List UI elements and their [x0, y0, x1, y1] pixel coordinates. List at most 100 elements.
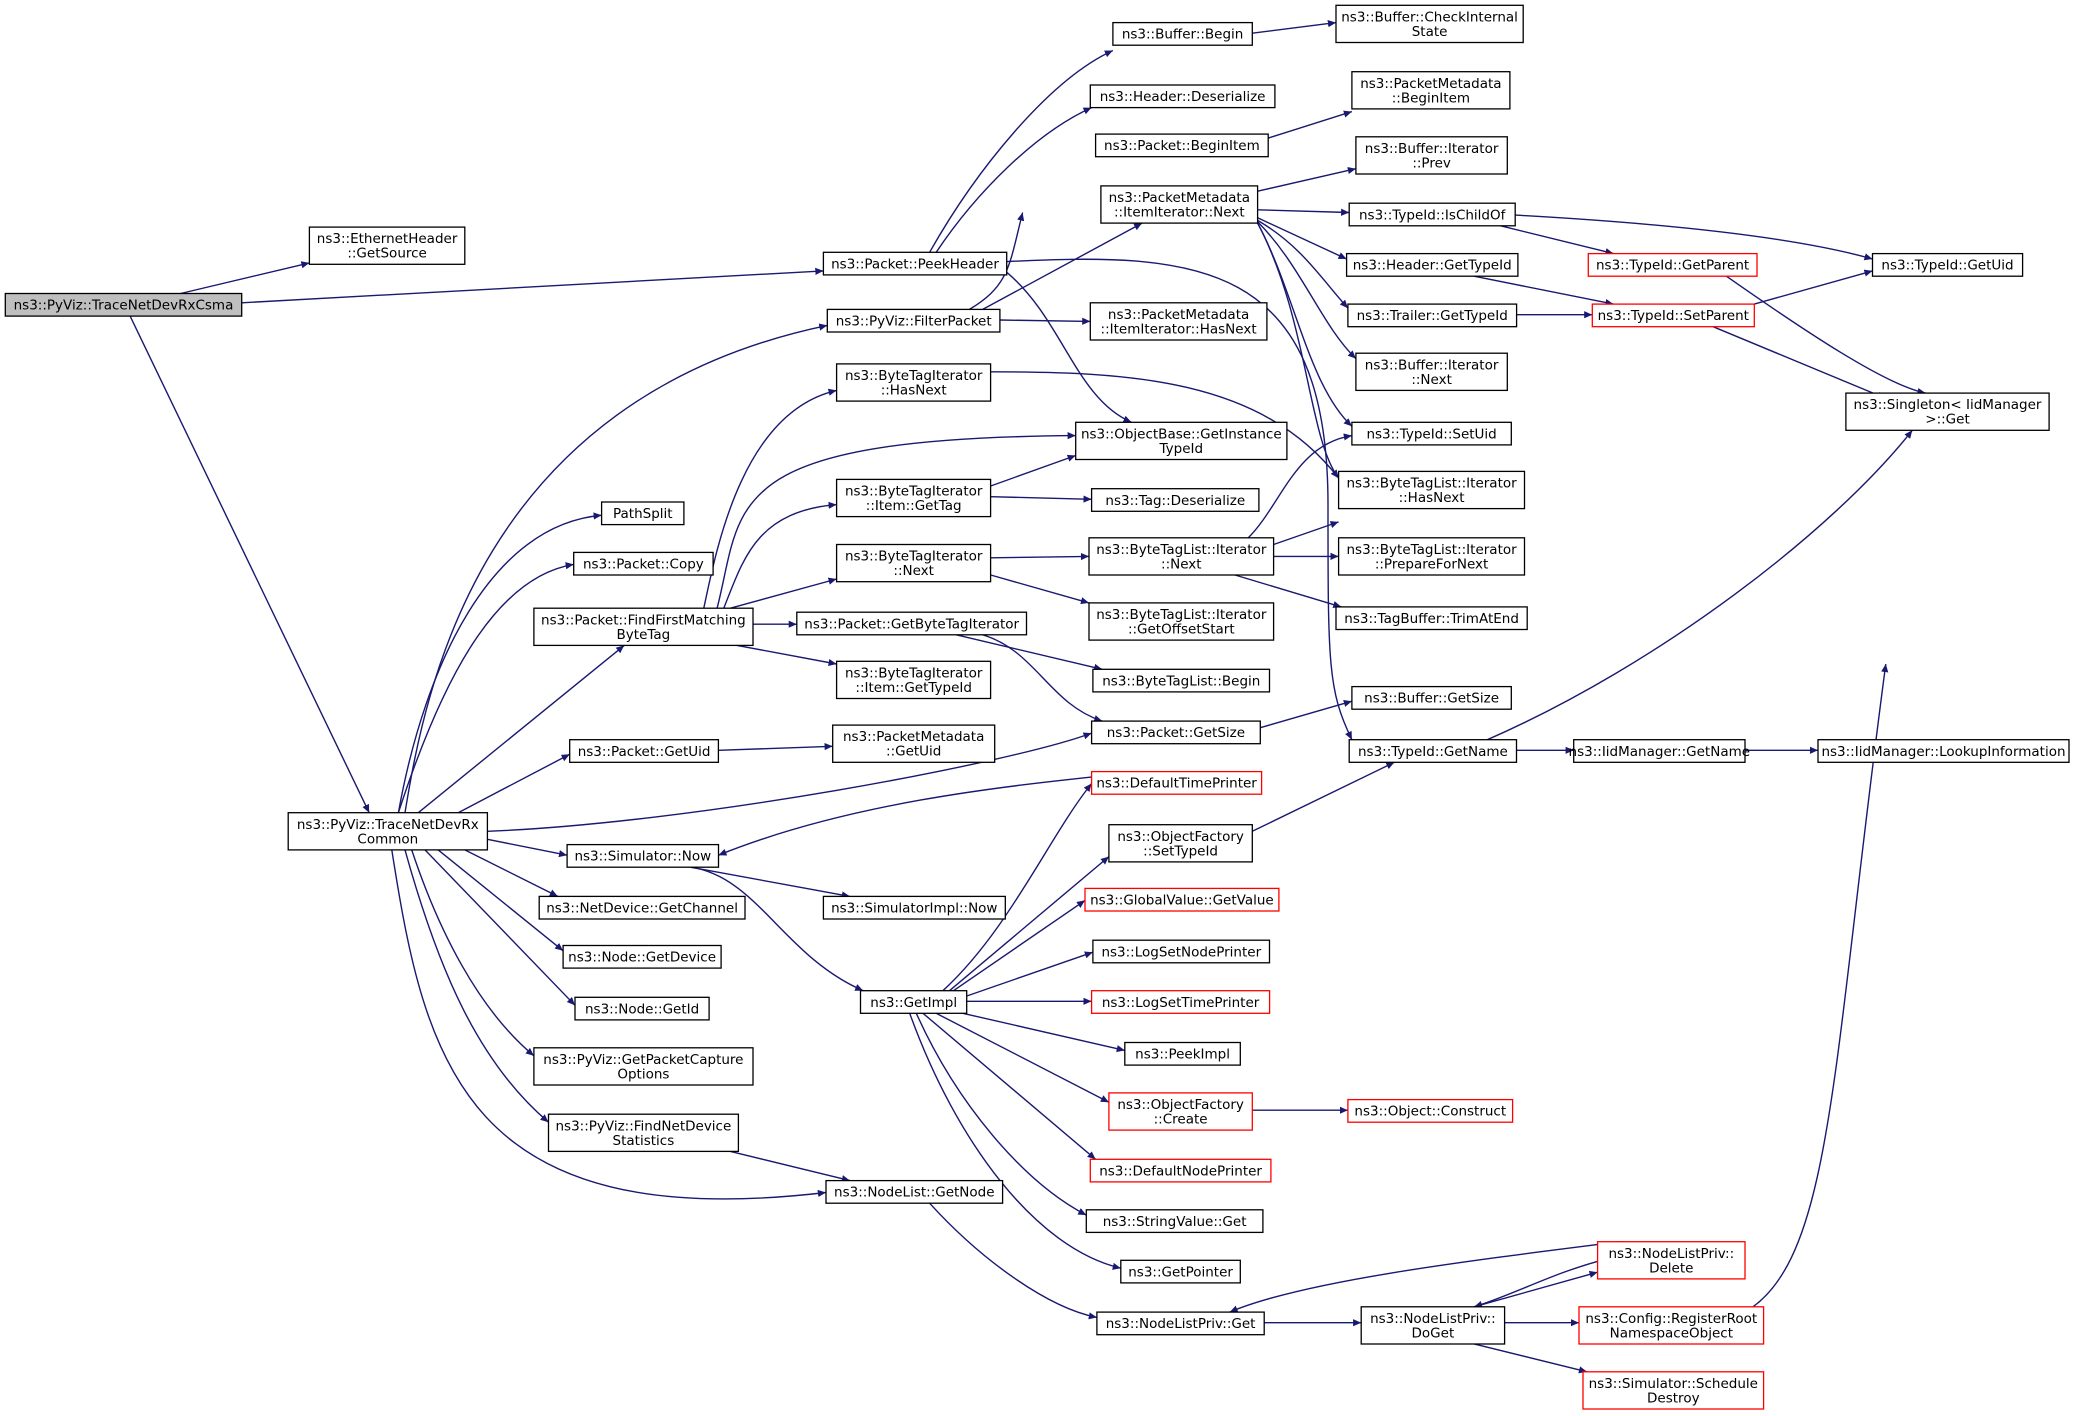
function-node-n63[interactable]: ns3::StringValue::Get [1085, 1209, 1264, 1234]
function-node-n52[interactable]: ns3::LogSetNodePrinter [1092, 939, 1271, 964]
function-node-n61[interactable]: ns3::DefaultNodePrinter [1089, 1158, 1272, 1183]
function-node-n53[interactable]: ns3::GetImpl [859, 990, 968, 1014]
function-node-n58[interactable]: ns3::ObjectFactory::Create [1108, 1092, 1253, 1131]
node-box [1347, 1098, 1514, 1123]
function-node-n8[interactable]: ns3::Packet::BeginItem [1094, 133, 1269, 158]
function-node-n47[interactable]: ns3::ObjectFactory::SetTypeId [1108, 824, 1253, 863]
call-edge-n2-n22 [1006, 271, 1132, 423]
function-node-n41[interactable]: ns3::Packet::GetSize [1090, 720, 1261, 745]
node-box [1355, 136, 1508, 175]
call-edge-n32-n29 [730, 577, 837, 609]
call-edge-n21-n25 [990, 371, 1340, 479]
function-node-n6[interactable]: ns3::Header::Deserialize [1089, 84, 1276, 109]
function-node-n15[interactable]: ns3::PyViz::FilterPacket [826, 308, 1001, 333]
function-node-n20[interactable]: ns3::Singleton< IidManager >::Get [1845, 392, 2050, 431]
node-label: ns3::NetDevice::GetChannel [546, 901, 738, 917]
function-node-n29[interactable]: ns3::ByteTagIterator::Next [835, 543, 992, 583]
function-node-n39[interactable]: ns3::PacketMetadata::GetUid [832, 724, 996, 763]
function-node-n11[interactable]: ns3::TypeId::IsChildOf [1348, 202, 1516, 227]
function-node-n44[interactable]: ns3::IidManager::LookupInformation [1817, 739, 2070, 763]
call-edge-n67-n65 [1473, 1270, 1598, 1308]
function-node-n62[interactable]: ns3::NodeList::GetNode [825, 1179, 1004, 1204]
function-node-n34[interactable]: ns3::TagBuffer::TrimAtEnd [1335, 606, 1528, 631]
function-node-n26[interactable]: ns3::Tag::Deserialize [1090, 488, 1260, 512]
function-node-n64[interactable]: ns3::GetPointer [1120, 1259, 1241, 1284]
function-node-n35[interactable]: ns3::ByteTagList::Iterator::GetOffsetSta… [1088, 602, 1275, 641]
function-node-n46[interactable]: ns3::Simulator::Now [566, 843, 720, 868]
call-edge-n53-n61 [922, 1012, 1097, 1160]
function-node-n38[interactable]: ns3::Buffer::GetSize [1351, 685, 1512, 710]
function-node-n0[interactable]: ns3::PyViz::TraceNetDevRxCsma [4, 292, 243, 317]
node-label: ::ItemIterator::Next [1114, 205, 1245, 221]
function-node-n13[interactable]: ns3::TypeId::GetUid [1871, 252, 2024, 277]
node-label: ns3::IidManager::LookupInformation [1821, 744, 2065, 760]
function-node-n31[interactable]: ns3::ByteTagList::Iterator::PrepareForNe… [1337, 537, 1526, 576]
call-edge-n3-n28 [397, 562, 574, 813]
function-node-n21[interactable]: ns3::ByteTagIterator::HasNext [835, 363, 992, 402]
node-box [1871, 252, 2024, 277]
call-edge-n3-n51 [437, 849, 564, 952]
node-box [1591, 303, 1755, 328]
function-node-n36[interactable]: ns3::ByteTagIterator::Item::GetTypeId [835, 660, 992, 700]
function-node-n12[interactable]: ns3::TypeId::GetParent [1587, 252, 1758, 277]
node-label: ns3::Node::GetId [585, 1001, 699, 1017]
node-label: ns3::Trailer::GetTypeId [1357, 308, 1508, 324]
function-node-n1[interactable]: ns3::EthernetHeader::GetSource [308, 226, 466, 265]
function-node-n54[interactable]: ns3::LogSetTimePrinter [1090, 990, 1271, 1014]
node-box [1096, 1311, 1265, 1336]
node-box [1347, 303, 1518, 328]
function-node-n27[interactable]: PathSplit [600, 501, 685, 526]
function-node-n9[interactable]: ns3::Buffer::Iterator::Prev [1355, 136, 1508, 175]
function-node-n33[interactable]: ns3::Packet::GetByteTagIterator [796, 611, 1028, 636]
node-box [796, 611, 1028, 636]
node-label: ns3::Packet::PeekHeader [831, 256, 999, 272]
function-node-n10[interactable]: ns3::PacketMetadata::ItemIterator::Next [1100, 185, 1259, 224]
function-node-n24[interactable]: ns3::ByteTagIterator::Item::GetTag [835, 478, 992, 518]
function-node-n48[interactable]: ns3::NetDevice::GetChannel [538, 895, 746, 920]
function-node-n19[interactable]: ns3::Buffer::Iterator::Next [1355, 352, 1508, 392]
node-box [566, 843, 720, 868]
function-node-n7[interactable]: ns3::PacketMetadata::BeginItem [1351, 71, 1511, 110]
function-node-n18[interactable]: ns3::TypeId::SetParent [1591, 303, 1755, 328]
function-node-n43[interactable]: ns3::IidManager::GetName [1569, 739, 1751, 763]
function-node-n23[interactable]: ns3::TypeId::SetUid [1351, 421, 1512, 446]
function-node-n40[interactable]: ns3::Packet::GetUid [569, 739, 720, 763]
node-box [1360, 1306, 1506, 1345]
node-box [835, 660, 992, 700]
function-node-n67[interactable]: ns3::NodeListPriv::DoGet [1360, 1306, 1506, 1345]
node-box [1092, 668, 1271, 693]
function-node-n50[interactable]: ns3::GlobalValue::GetValue [1084, 887, 1280, 912]
function-node-n51[interactable]: ns3::Node::GetDevice [562, 944, 722, 969]
node-label: ::PrepareForNext [1375, 557, 1489, 573]
function-node-n28[interactable]: ns3::Packet::Copy [573, 551, 714, 576]
function-node-n4[interactable]: ns3::Buffer::Begin [1112, 21, 1253, 46]
function-node-n66[interactable]: ns3::NodeListPriv::Get [1096, 1311, 1265, 1336]
function-node-n25[interactable]: ns3::ByteTagList::Iterator::HasNext [1337, 470, 1526, 510]
node-label: ::Prev [1412, 155, 1451, 171]
function-node-n42[interactable]: ns3::TypeId::GetName [1348, 739, 1518, 763]
function-node-n65[interactable]: ns3::NodeListPriv::Delete [1596, 1241, 1746, 1280]
function-node-n30[interactable]: ns3::ByteTagList::Iterator::Next [1088, 537, 1275, 576]
function-node-n49[interactable]: ns3::SimulatorImpl::Now [822, 895, 1006, 920]
function-node-n16[interactable]: ns3::PacketMetadata::ItemIterator::HasNe… [1089, 302, 1268, 341]
call-edge-n10-n17 [1257, 219, 1349, 309]
function-node-n14[interactable]: ns3::Header::GetTypeId [1345, 252, 1519, 277]
node-box [287, 812, 489, 851]
function-node-n45[interactable]: ns3::DefaultTimePrinter [1090, 770, 1263, 795]
node-label: ns3::Header::Deserialize [1100, 89, 1266, 105]
function-node-n17[interactable]: ns3::Trailer::GetTypeId [1347, 303, 1518, 328]
function-node-n37[interactable]: ns3::ByteTagList::Begin [1092, 668, 1271, 693]
function-node-n55[interactable]: ns3::Node::GetId [574, 996, 710, 1021]
node-box [1587, 252, 1758, 277]
function-node-n59[interactable]: ns3::Object::Construct [1347, 1098, 1514, 1123]
function-node-n56[interactable]: ns3::PeekImpl [1124, 1041, 1241, 1066]
function-node-n2[interactable]: ns3::Packet::PeekHeader [822, 251, 1008, 276]
